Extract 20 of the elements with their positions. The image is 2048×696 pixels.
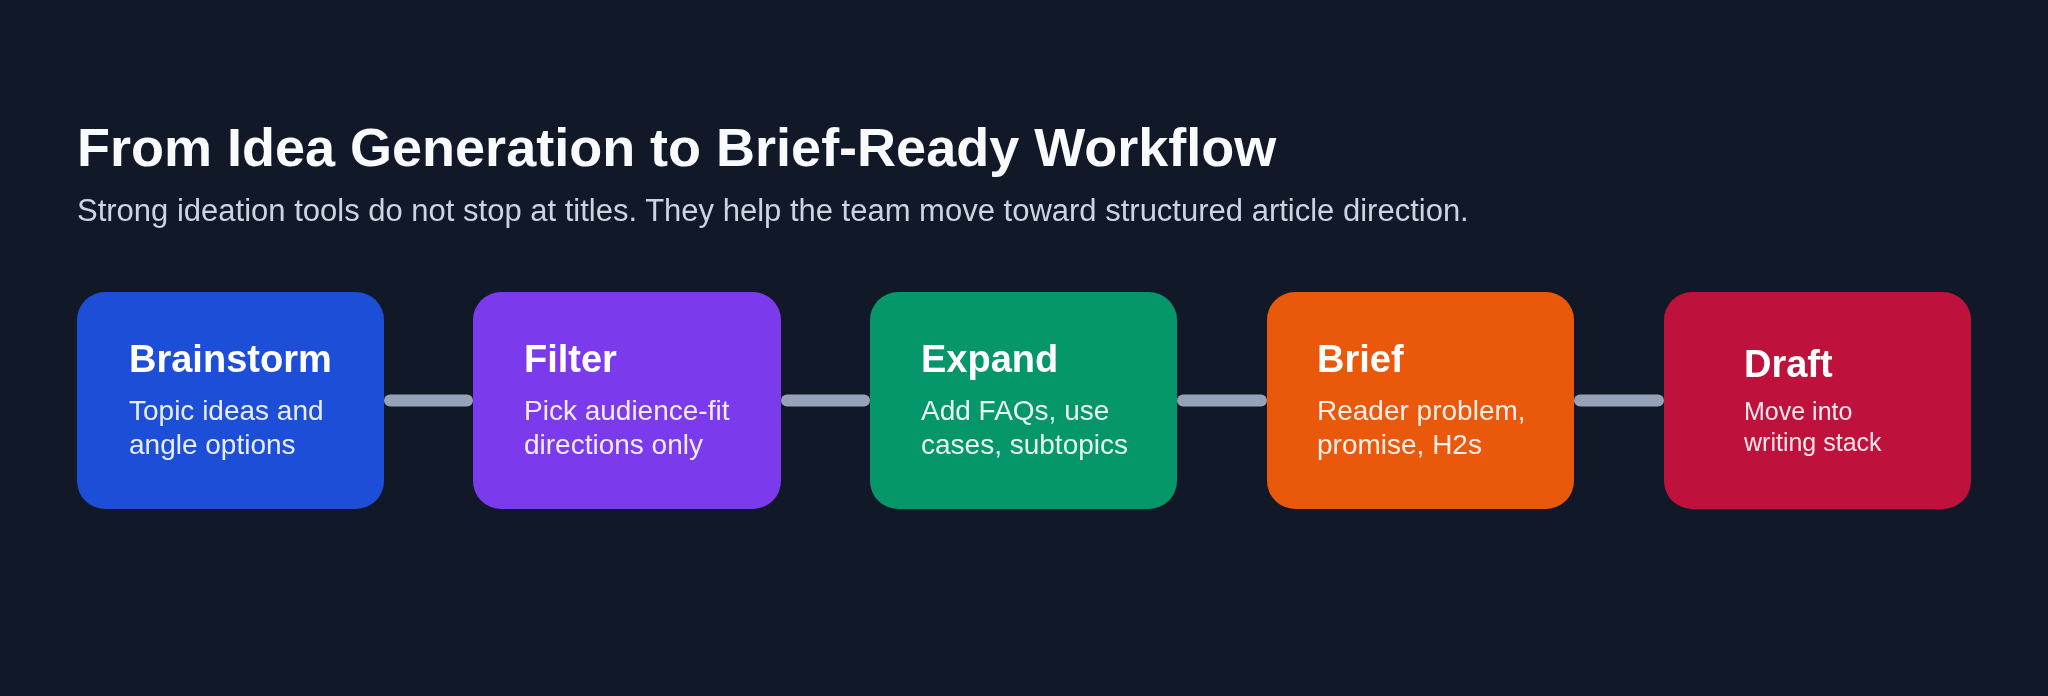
step-card <box>473 292 781 509</box>
connector-line <box>384 394 473 407</box>
connector-line <box>781 394 870 407</box>
step-description: Add FAQs, use cases, subtopics <box>921 393 1129 463</box>
step-card <box>1267 292 1574 509</box>
step-description: Pick audience-fit directions only <box>524 393 731 463</box>
step-card <box>870 292 1177 509</box>
connector-line <box>1177 394 1267 407</box>
step-title: Draft <box>1744 342 1833 387</box>
step-title: Brief <box>1317 337 1404 382</box>
step-card <box>1664 292 1971 509</box>
connector-line <box>1574 394 1664 407</box>
step-description: Topic ideas and angle options <box>129 393 325 463</box>
subtitle-text: Strong ideation tools do not stop at titles. They help the team move toward structured article direction. <box>77 195 1469 226</box>
step-card <box>77 292 384 509</box>
step-description: Reader problem, promise, H2s <box>1317 393 1527 463</box>
step-description: Move into writing stack <box>1744 396 1883 459</box>
step-title: Brainstorm <box>129 337 332 382</box>
step-title: Filter <box>524 337 617 382</box>
step-title: Expand <box>921 337 1059 382</box>
